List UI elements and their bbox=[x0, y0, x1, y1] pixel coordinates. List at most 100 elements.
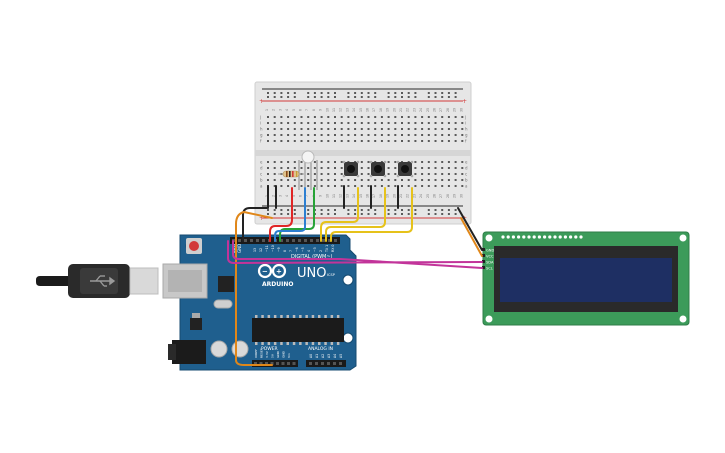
breadboard-hole bbox=[340, 134, 343, 136]
wire-sda-magenta[interactable] bbox=[227, 240, 483, 264]
pushbutton-2[interactable] bbox=[369, 160, 387, 178]
header-pin[interactable] bbox=[238, 239, 241, 242]
header-pin[interactable] bbox=[259, 362, 263, 365]
breadboard-hole bbox=[421, 179, 424, 181]
breadboard-hole bbox=[347, 116, 350, 118]
header-pin[interactable] bbox=[292, 362, 296, 365]
breadboard-hole bbox=[421, 185, 424, 187]
lcd-top-pin bbox=[506, 235, 510, 239]
breadboard-hole bbox=[454, 128, 457, 130]
header-pin[interactable] bbox=[304, 239, 307, 242]
breadboard-hole bbox=[401, 96, 403, 98]
header-pin[interactable] bbox=[327, 362, 330, 365]
breadboard-hole bbox=[320, 161, 323, 163]
pushbutton-1[interactable] bbox=[342, 160, 360, 178]
breadboard-hole bbox=[287, 96, 290, 98]
chip-pin bbox=[261, 342, 264, 345]
breadboard-hole bbox=[441, 185, 444, 187]
breadboard-hole bbox=[387, 128, 390, 130]
header-pin[interactable] bbox=[333, 362, 336, 365]
header-pin[interactable] bbox=[262, 239, 265, 242]
lcd-top-pin bbox=[532, 235, 536, 239]
header-pin[interactable] bbox=[280, 239, 283, 242]
breadboard-hole bbox=[313, 128, 316, 130]
breadboard-hole bbox=[401, 179, 403, 181]
breadboard-hole bbox=[327, 140, 330, 142]
breadboard-column-number: 29 bbox=[453, 108, 457, 112]
breadboard-hole bbox=[414, 161, 417, 163]
breadboard-hole bbox=[360, 213, 363, 215]
wire-yellow-1[interactable] bbox=[320, 187, 359, 242]
breadboard-hole bbox=[407, 128, 410, 130]
header-pin[interactable] bbox=[265, 362, 268, 365]
header-pin[interactable] bbox=[250, 239, 253, 242]
lcd-pin[interactable] bbox=[482, 266, 485, 269]
breadboard-hole bbox=[447, 173, 450, 175]
breadboard-hole bbox=[293, 140, 296, 142]
breadboard-hole bbox=[407, 116, 410, 118]
header-pin[interactable] bbox=[286, 239, 289, 242]
wire-gnd-black[interactable] bbox=[242, 207, 268, 242]
lcd-pin[interactable] bbox=[482, 248, 485, 251]
header-pin[interactable] bbox=[316, 239, 319, 242]
breadboard-column-number: 1 bbox=[265, 109, 269, 111]
lcd-screen bbox=[500, 258, 672, 302]
header-pin[interactable] bbox=[321, 362, 324, 365]
header-pin[interactable] bbox=[322, 239, 325, 242]
wire-lcd-vcc[interactable] bbox=[460, 217, 483, 257]
pushbutton-3[interactable] bbox=[396, 160, 414, 178]
arduino-uno-board[interactable]: − + ARDUINO UNO DIGITAL (PWM~) GND AREF … bbox=[162, 234, 357, 371]
breadboard-hole bbox=[447, 213, 450, 215]
breadboard-hole bbox=[434, 213, 437, 215]
breadboard-hole bbox=[394, 92, 397, 94]
header-pin[interactable] bbox=[298, 239, 301, 242]
lcd-pin[interactable] bbox=[482, 254, 485, 257]
chip-pin bbox=[305, 342, 308, 345]
breadboard-column-number: 12 bbox=[339, 108, 343, 112]
header-pin[interactable] bbox=[270, 362, 274, 365]
header-pin[interactable] bbox=[256, 239, 259, 242]
wire-5v-orange[interactable] bbox=[235, 211, 273, 366]
header-pin[interactable] bbox=[328, 239, 331, 242]
breadboard-hole bbox=[307, 92, 310, 94]
breadboard-hole bbox=[461, 185, 464, 187]
header-pin[interactable] bbox=[281, 362, 285, 365]
breadboard-hole bbox=[340, 167, 343, 169]
breadboard-hole bbox=[327, 167, 330, 169]
wire-green[interactable] bbox=[279, 187, 315, 242]
header-pin[interactable] bbox=[287, 362, 290, 365]
breadboard-hole bbox=[280, 161, 283, 163]
breadboard-hole bbox=[320, 173, 323, 175]
header-pin[interactable] bbox=[292, 239, 295, 242]
wire-blue[interactable] bbox=[274, 187, 306, 242]
reset-button[interactable] bbox=[189, 241, 199, 251]
breadboard-hole bbox=[287, 185, 290, 187]
header-pin[interactable] bbox=[309, 362, 312, 365]
breadboard-hole bbox=[273, 134, 276, 136]
wire-lcd-gnd[interactable] bbox=[457, 207, 483, 251]
lcd-pin[interactable] bbox=[482, 260, 485, 263]
header-pin[interactable] bbox=[276, 362, 279, 365]
header-pin[interactable] bbox=[339, 362, 342, 365]
header-pin[interactable] bbox=[254, 362, 257, 365]
wire-scl-magenta[interactable] bbox=[232, 240, 483, 269]
header-pin[interactable] bbox=[334, 239, 337, 242]
breadboard-hole bbox=[287, 179, 290, 181]
breadboard-hole bbox=[334, 213, 336, 215]
header-pin[interactable] bbox=[310, 239, 313, 242]
header-pin[interactable] bbox=[244, 239, 247, 242]
usb-cable[interactable] bbox=[36, 264, 159, 298]
wire-yellow-3[interactable] bbox=[330, 187, 413, 242]
resistor[interactable] bbox=[278, 170, 304, 178]
wire-red[interactable] bbox=[269, 187, 293, 242]
breadboard-column-number: 24 bbox=[419, 108, 423, 112]
breadboard-hole bbox=[360, 128, 363, 130]
breadboard-hole bbox=[347, 185, 350, 187]
breadboard-column-number: 10 bbox=[325, 108, 329, 112]
breadboard-hole bbox=[394, 128, 397, 130]
header-pin[interactable] bbox=[315, 362, 318, 365]
wire-yellow-2[interactable] bbox=[325, 187, 386, 242]
